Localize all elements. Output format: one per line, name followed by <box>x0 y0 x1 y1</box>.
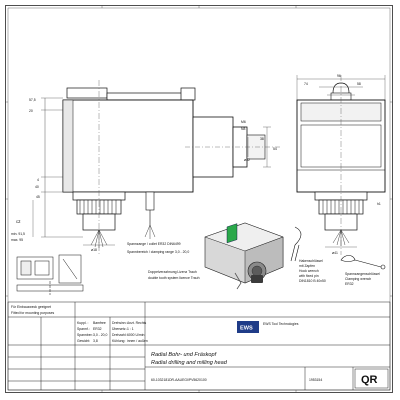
dim-45: 45 <box>36 195 40 199</box>
prop-value-7: 3,8 <box>93 339 98 343</box>
company-name: EWS Tool Technologies <box>263 322 299 326</box>
dim-58: 58 <box>357 82 361 86</box>
clamp-wrench-de: Spannzangenschlüssel <box>345 272 380 276</box>
dim-m6: M6 <box>241 120 246 124</box>
company-logo: EWS <box>240 326 253 332</box>
prop-label-3: Spannf.: <box>77 327 90 331</box>
hook-wrench-3: with fixed pin <box>299 274 319 278</box>
property-rows: Kuppl. : Bamfree Drehsinn: Anzt. Rechts … <box>77 321 148 343</box>
hook-wrench-4: DIN1810 B 40x50 <box>299 279 326 283</box>
prop-label-4: Übersetz.: <box>112 327 128 331</box>
company-logo-box <box>237 321 259 333</box>
prop-value-6: 6000 U/min <box>127 333 144 337</box>
dim-min: min. 91,5 <box>11 232 25 236</box>
prop-label-8: Kühlung: <box>112 339 125 343</box>
title-block <box>7 301 391 391</box>
dim-max: max. 95 <box>11 238 23 242</box>
prop-label-1: Kuppl. : <box>77 321 89 325</box>
dim-57-5: 57,5 <box>29 98 36 102</box>
dim-20: 20 <box>29 109 33 113</box>
left-note-1: Für Einbauzweck geeignet <box>11 305 51 309</box>
zone-ticks <box>5 5 393 393</box>
dim-4: 4 <box>37 178 39 182</box>
hook-wrench-de: Hakenschlüssel <box>299 259 323 263</box>
dim-d42: ø42 <box>244 158 250 162</box>
clamping-wrench-drawing <box>340 255 386 270</box>
dim-h1: h1 <box>377 202 381 206</box>
prop-label-2: Drehsinn: <box>112 321 127 325</box>
isometric-view <box>204 222 284 290</box>
dim-38: 38 <box>260 137 264 141</box>
collet-note: Spannzange / collet ER32 DIN6499 <box>127 242 181 246</box>
technical-drawing-sheet: 57,5 20 4 40 45 min. 91,5 max. 95 c2 M6 … <box>5 5 393 393</box>
front-view <box>32 80 280 255</box>
dim-d41: ø41 <box>332 251 338 255</box>
prop-value-2: Anzt. Rechts <box>127 321 147 325</box>
prop-label-5: Spannber.: <box>77 333 93 337</box>
qr-label: QR <box>361 374 378 386</box>
article-number: 60-1032181DR-AAUEGI/PV5620100 <box>151 378 207 382</box>
hook-wrench-2: Hook wrench <box>299 269 319 273</box>
qr-box <box>354 368 389 389</box>
license-note-de: Doppelverzahnung Lizenz Trauh <box>148 270 197 274</box>
title-english: Radial drilling and milling head <box>151 360 228 366</box>
dim-96: 96 <box>337 74 341 78</box>
prop-value-8: innen / außen <box>127 339 148 343</box>
license-note-en: double tooth system licence Trauh <box>148 276 200 280</box>
hook-wrench-drawing <box>290 226 302 262</box>
left-note-2: Fitted for mounting purposes <box>11 311 54 315</box>
prop-value-5: 3,0 - 20,0 <box>93 333 107 337</box>
prop-label-7: Gewicht: <box>77 339 90 343</box>
dim-n8: N8 <box>241 127 245 131</box>
detail-views <box>16 254 84 295</box>
side-view <box>296 75 386 255</box>
drawing-canvas: 57,5 20 4 40 45 min. 91,5 max. 95 c2 M6 … <box>5 5 393 393</box>
prop-value-4: 1 : 1 <box>127 327 134 331</box>
clamping-range-note: Spannbereich / clamping range 3,0 - 20,0 <box>127 250 189 254</box>
dim-54: 54 <box>273 147 277 151</box>
prop-label-6: Drehzahl: <box>112 333 127 337</box>
clamp-wrench-no: ER32 <box>345 282 354 286</box>
dim-74: 74 <box>304 82 308 86</box>
dim-40: 40 <box>35 185 39 189</box>
prop-value-1: Bamfree <box>93 321 106 325</box>
sheet-number: 1953154 <box>309 378 322 382</box>
prop-value-3: ER32 <box>93 327 102 331</box>
title-german: Radial Bohr- und Fräskopf <box>151 352 218 358</box>
clamp-wrench-en: Clamping wrench <box>345 277 371 281</box>
dim-d18: ø18 <box>91 248 97 252</box>
dim-c2: c2 <box>16 219 21 224</box>
hook-wrench-1: mit Zapfen <box>299 264 315 268</box>
